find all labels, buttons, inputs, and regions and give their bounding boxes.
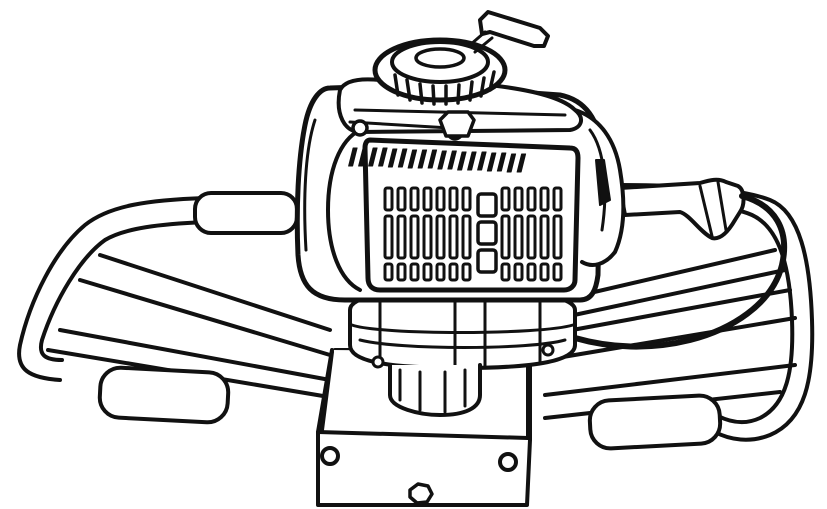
- left-front-grip: [97, 365, 231, 425]
- left-rear-grip: [193, 191, 299, 235]
- center-tabs: [476, 192, 498, 274]
- throttle-grip: [618, 177, 746, 241]
- middle-vent-row: [383, 214, 563, 260]
- top-vent-slots: [348, 147, 527, 173]
- lower-vent-row: [383, 262, 563, 282]
- fittings: [351, 110, 555, 369]
- cooling-shroud: [348, 137, 581, 293]
- right-front-grip: [587, 393, 723, 451]
- recoil-starter: [372, 10, 550, 106]
- clutch-housing: [348, 288, 577, 417]
- throttle-cable: [572, 193, 788, 350]
- upper-vent-row: [383, 186, 563, 212]
